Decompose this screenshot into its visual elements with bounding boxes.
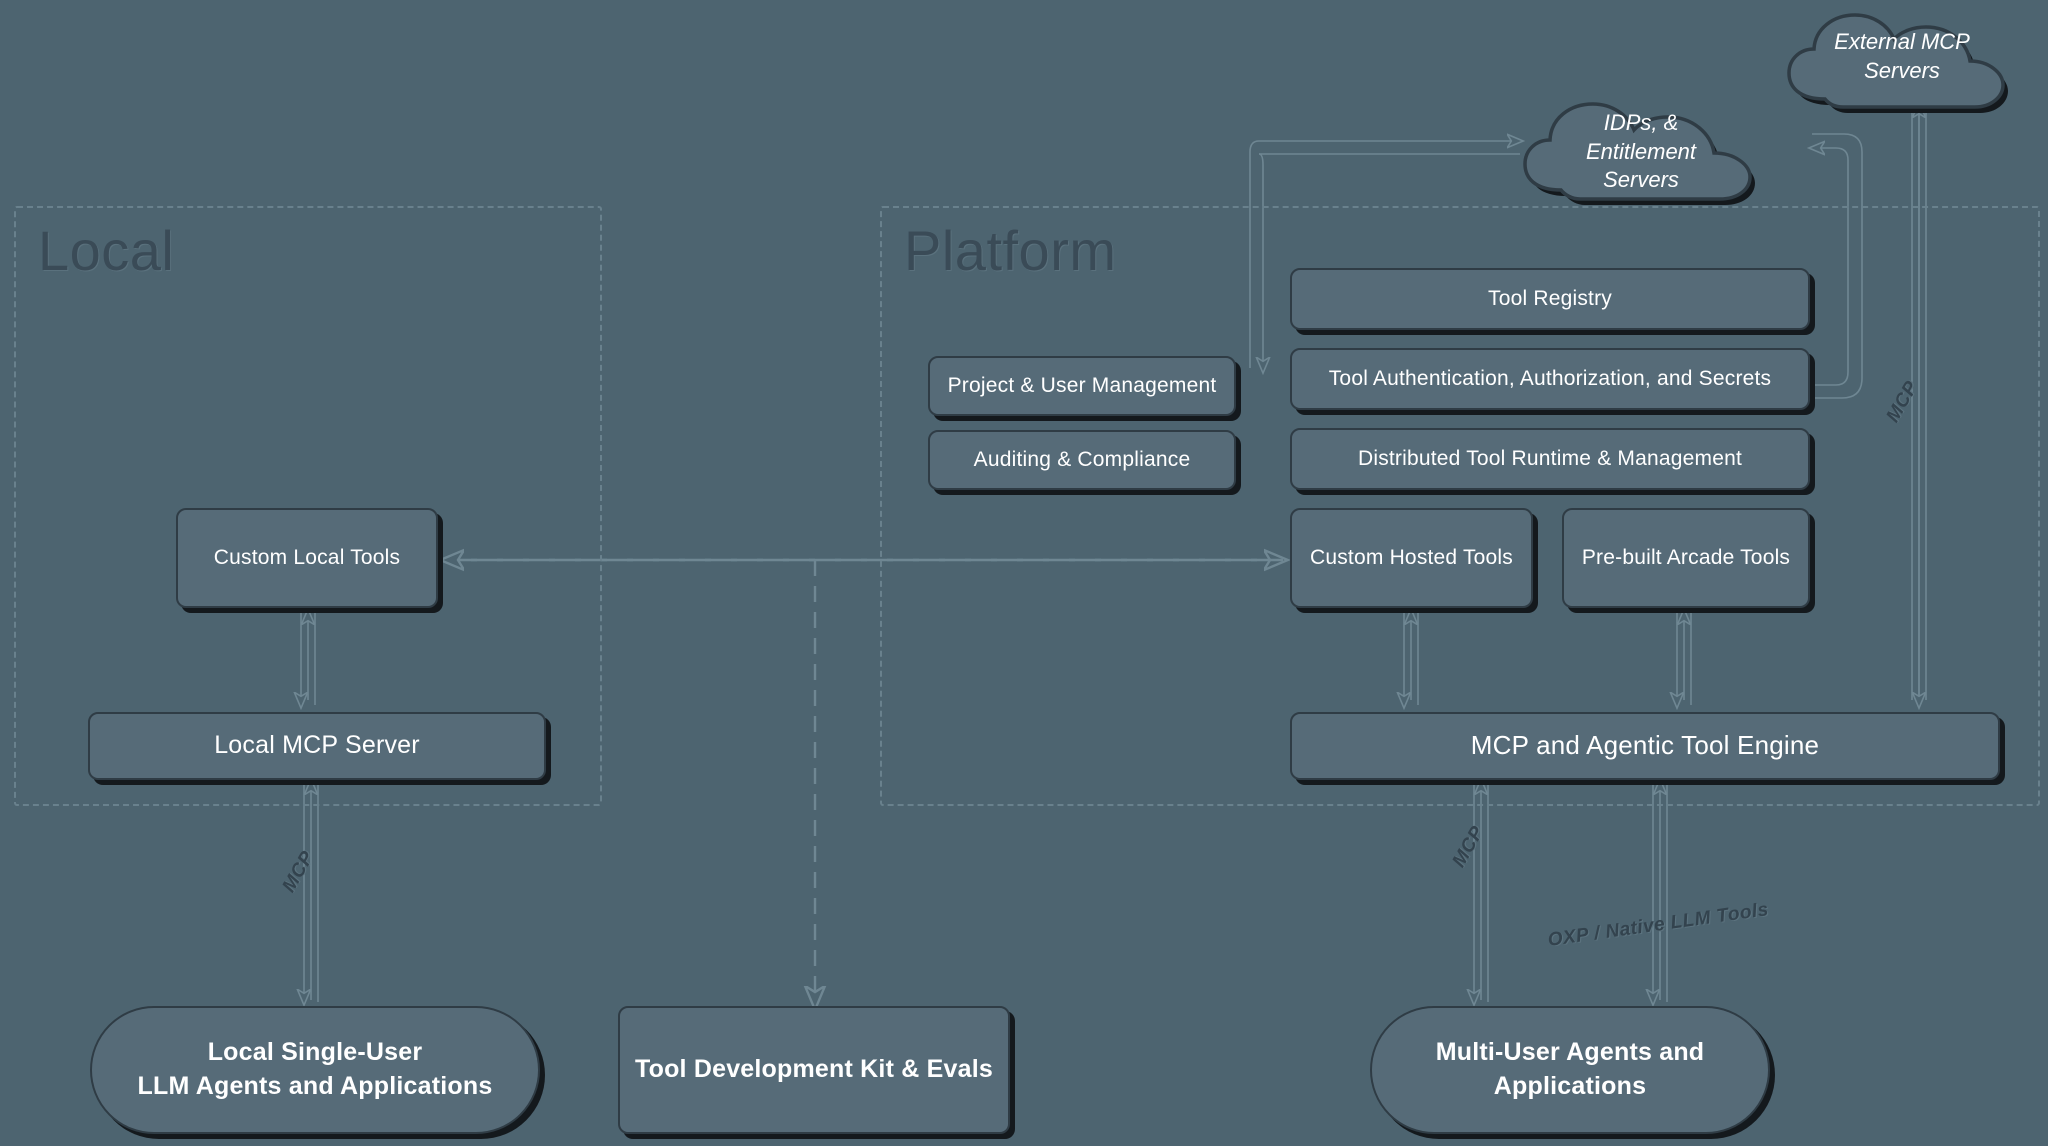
node-tool-development-kit[interactable]: Tool Development Kit & Evals [618, 1006, 1010, 1134]
local-agents-line1: Local Single-User [207, 1038, 423, 1067]
node-distributed-tool-runtime[interactable]: Distributed Tool Runtime & Management [1290, 428, 1810, 490]
node-tool-registry[interactable]: Tool Registry [1290, 268, 1810, 330]
node-custom-local-tools[interactable]: Custom Local Tools [176, 508, 438, 608]
cloud-idps-entitlement: IDPs, & Entitlement Servers [1512, 94, 1794, 206]
cloud-external-mcp-servers: External MCP Servers [1778, 6, 2040, 114]
zone-platform-label: Platform [904, 219, 1117, 282]
node-tool-authentication[interactable]: Tool Authentication, Authorization, and … [1290, 348, 1810, 410]
node-local-mcp-server[interactable]: Local MCP Server [88, 712, 546, 780]
zone-platform [880, 206, 2040, 806]
edge-label-mcp-local: MCP [278, 847, 319, 896]
node-prebuilt-arcade-tools[interactable]: Pre-built Arcade Tools [1562, 508, 1810, 608]
edge-label-mcp-engine: MCP [1448, 822, 1489, 871]
local-agents-line2: LLM Agents and Applications [137, 1072, 493, 1100]
node-project-user-management[interactable]: Project & User Management [928, 356, 1236, 416]
multi-user-line1: Multi-User Agents and [1435, 1038, 1705, 1067]
node-mcp-agentic-tool-engine[interactable]: MCP and Agentic Tool Engine [1290, 712, 2000, 780]
node-custom-hosted-tools[interactable]: Custom Hosted Tools [1290, 508, 1533, 608]
node-multi-user-agents[interactable]: Multi-User Agents and Applications [1370, 1006, 1770, 1134]
zone-local [14, 206, 602, 806]
edge-label-oxp-native-llm-tools: OXP / Native LLM Tools [1546, 899, 1771, 951]
zone-local-label: Local [38, 219, 175, 282]
multi-user-line2: Applications [1493, 1072, 1647, 1100]
node-local-agents-applications[interactable]: Local Single-User LLM Agents and Applica… [90, 1006, 540, 1134]
node-auditing-compliance[interactable]: Auditing & Compliance [928, 430, 1236, 490]
